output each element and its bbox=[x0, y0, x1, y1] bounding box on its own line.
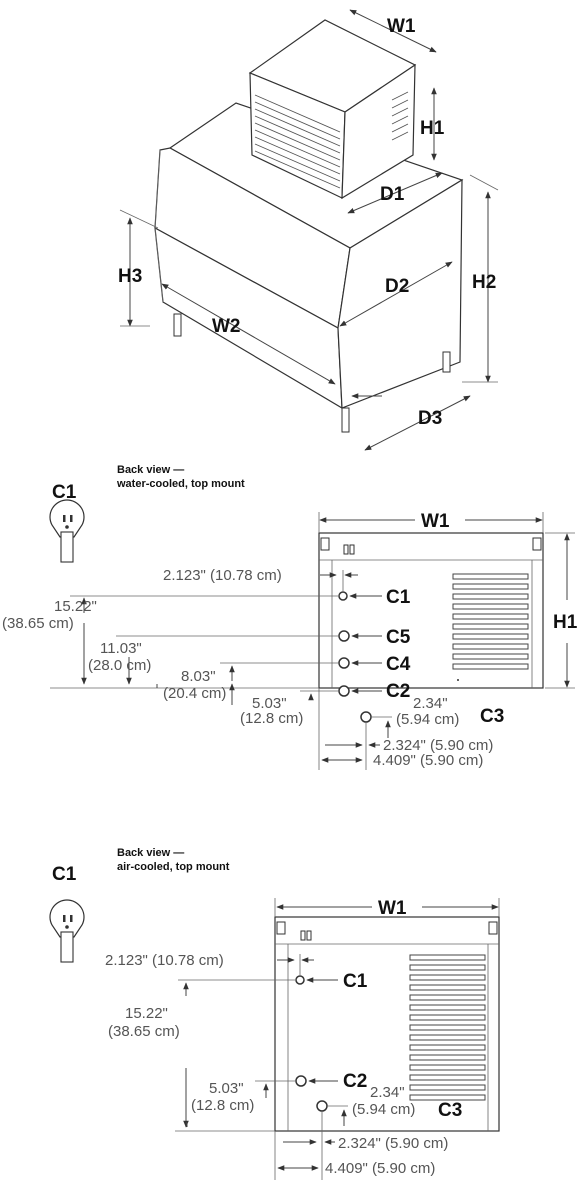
water-dim-1522b: (38.65 cm) bbox=[2, 615, 74, 632]
water-dim-234a: 2.34" bbox=[413, 695, 448, 712]
air-c1-label: C1 bbox=[343, 971, 368, 992]
iso-w1-label: W1 bbox=[387, 16, 416, 37]
iso-h2-label: H2 bbox=[472, 272, 496, 293]
iso-w2-label: W2 bbox=[212, 316, 241, 337]
air-caption-line2: air-cooled, top mount bbox=[117, 861, 230, 873]
iso-h3-label: H3 bbox=[118, 266, 142, 287]
air-dim-503a: 5.03" bbox=[209, 1080, 244, 1097]
water-vent-grille bbox=[452, 573, 529, 670]
water-h1-label: H1 bbox=[553, 612, 578, 633]
iso-d1-label: D1 bbox=[380, 184, 405, 205]
air-c2-label: C2 bbox=[343, 1071, 367, 1092]
air-dim-503b: (12.8 cm) bbox=[191, 1097, 254, 1114]
air-c3-label: C3 bbox=[438, 1100, 462, 1121]
water-c1-label: C1 bbox=[386, 587, 411, 608]
power-plug-icon bbox=[49, 899, 85, 963]
air-cooled-back-view: Back view — air-cooled, top mount C1 bbox=[49, 847, 500, 1180]
water-c2-label: C2 bbox=[386, 681, 410, 702]
water-w1-label: W1 bbox=[421, 511, 450, 532]
isometric-view: W1 H1 D1 H3 W2 D2 H2 D3 bbox=[118, 9, 499, 451]
air-w1-label: W1 bbox=[378, 898, 407, 919]
water-c5-connector bbox=[338, 630, 350, 642]
water-c3-connector bbox=[360, 711, 372, 723]
air-dim-1522b: (38.65 cm) bbox=[108, 1023, 180, 1040]
water-dim-803a: 8.03" bbox=[181, 668, 216, 685]
water-c1-connector bbox=[338, 591, 348, 601]
water-dim-503b: (12.8 cm) bbox=[240, 710, 303, 727]
air-c1-connector bbox=[295, 975, 305, 985]
water-c2-connector bbox=[338, 685, 350, 697]
iso-h1-label: H1 bbox=[420, 118, 445, 139]
water-c5-label: C5 bbox=[386, 627, 411, 648]
air-dim-2123: 2.123" (10.78 cm) bbox=[105, 952, 224, 969]
air-dim-2324: 2.324" (5.90 cm) bbox=[338, 1135, 448, 1152]
water-caption-line2: water-cooled, top mount bbox=[116, 478, 245, 490]
water-dim-1103a: 11.03" bbox=[100, 640, 142, 657]
ice-machine-head bbox=[248, 19, 417, 200]
water-c4-connector bbox=[338, 657, 350, 669]
water-dim-803b: (20.4 cm) bbox=[163, 685, 226, 702]
water-dim-234b: (5.94 cm) bbox=[396, 711, 459, 728]
air-c1-title: C1 bbox=[52, 864, 77, 885]
air-c3-connector bbox=[316, 1100, 328, 1112]
power-plug-icon bbox=[49, 499, 85, 563]
air-dim-4409: 4.409" (5.90 cm) bbox=[325, 1160, 435, 1177]
air-dim-234b: (5.94 cm) bbox=[352, 1101, 415, 1118]
water-dim-1522a: 15.22" bbox=[54, 598, 97, 615]
air-vent-grille bbox=[409, 954, 486, 1101]
water-dim-1103b: (28.0 cm) bbox=[88, 657, 151, 674]
water-c1-title: C1 bbox=[52, 482, 77, 503]
water-cooled-back-view: Back view — water-cooled, top mount C1 bbox=[2, 393, 578, 770]
water-c4-label: C4 bbox=[386, 654, 411, 675]
water-caption-line1: Back view — bbox=[117, 464, 184, 476]
iso-d2-label: D2 bbox=[385, 276, 409, 297]
air-dim-1522a: 15.22" bbox=[125, 1005, 168, 1022]
air-c2-connector bbox=[295, 1075, 307, 1087]
water-c3-label: C3 bbox=[480, 706, 504, 727]
water-dim-503a: 5.03" bbox=[252, 695, 287, 712]
water-dim-2123: 2.123" (10.78 cm) bbox=[163, 567, 282, 584]
air-caption-line1: Back view — bbox=[117, 847, 184, 859]
water-dim-4409: 4.409" (5.90 cm) bbox=[373, 752, 483, 769]
air-dim-234a: 2.34" bbox=[370, 1084, 405, 1101]
iso-d3-label: D3 bbox=[418, 408, 442, 429]
water-dim-2324: 2.324" (5.90 cm) bbox=[383, 737, 493, 754]
